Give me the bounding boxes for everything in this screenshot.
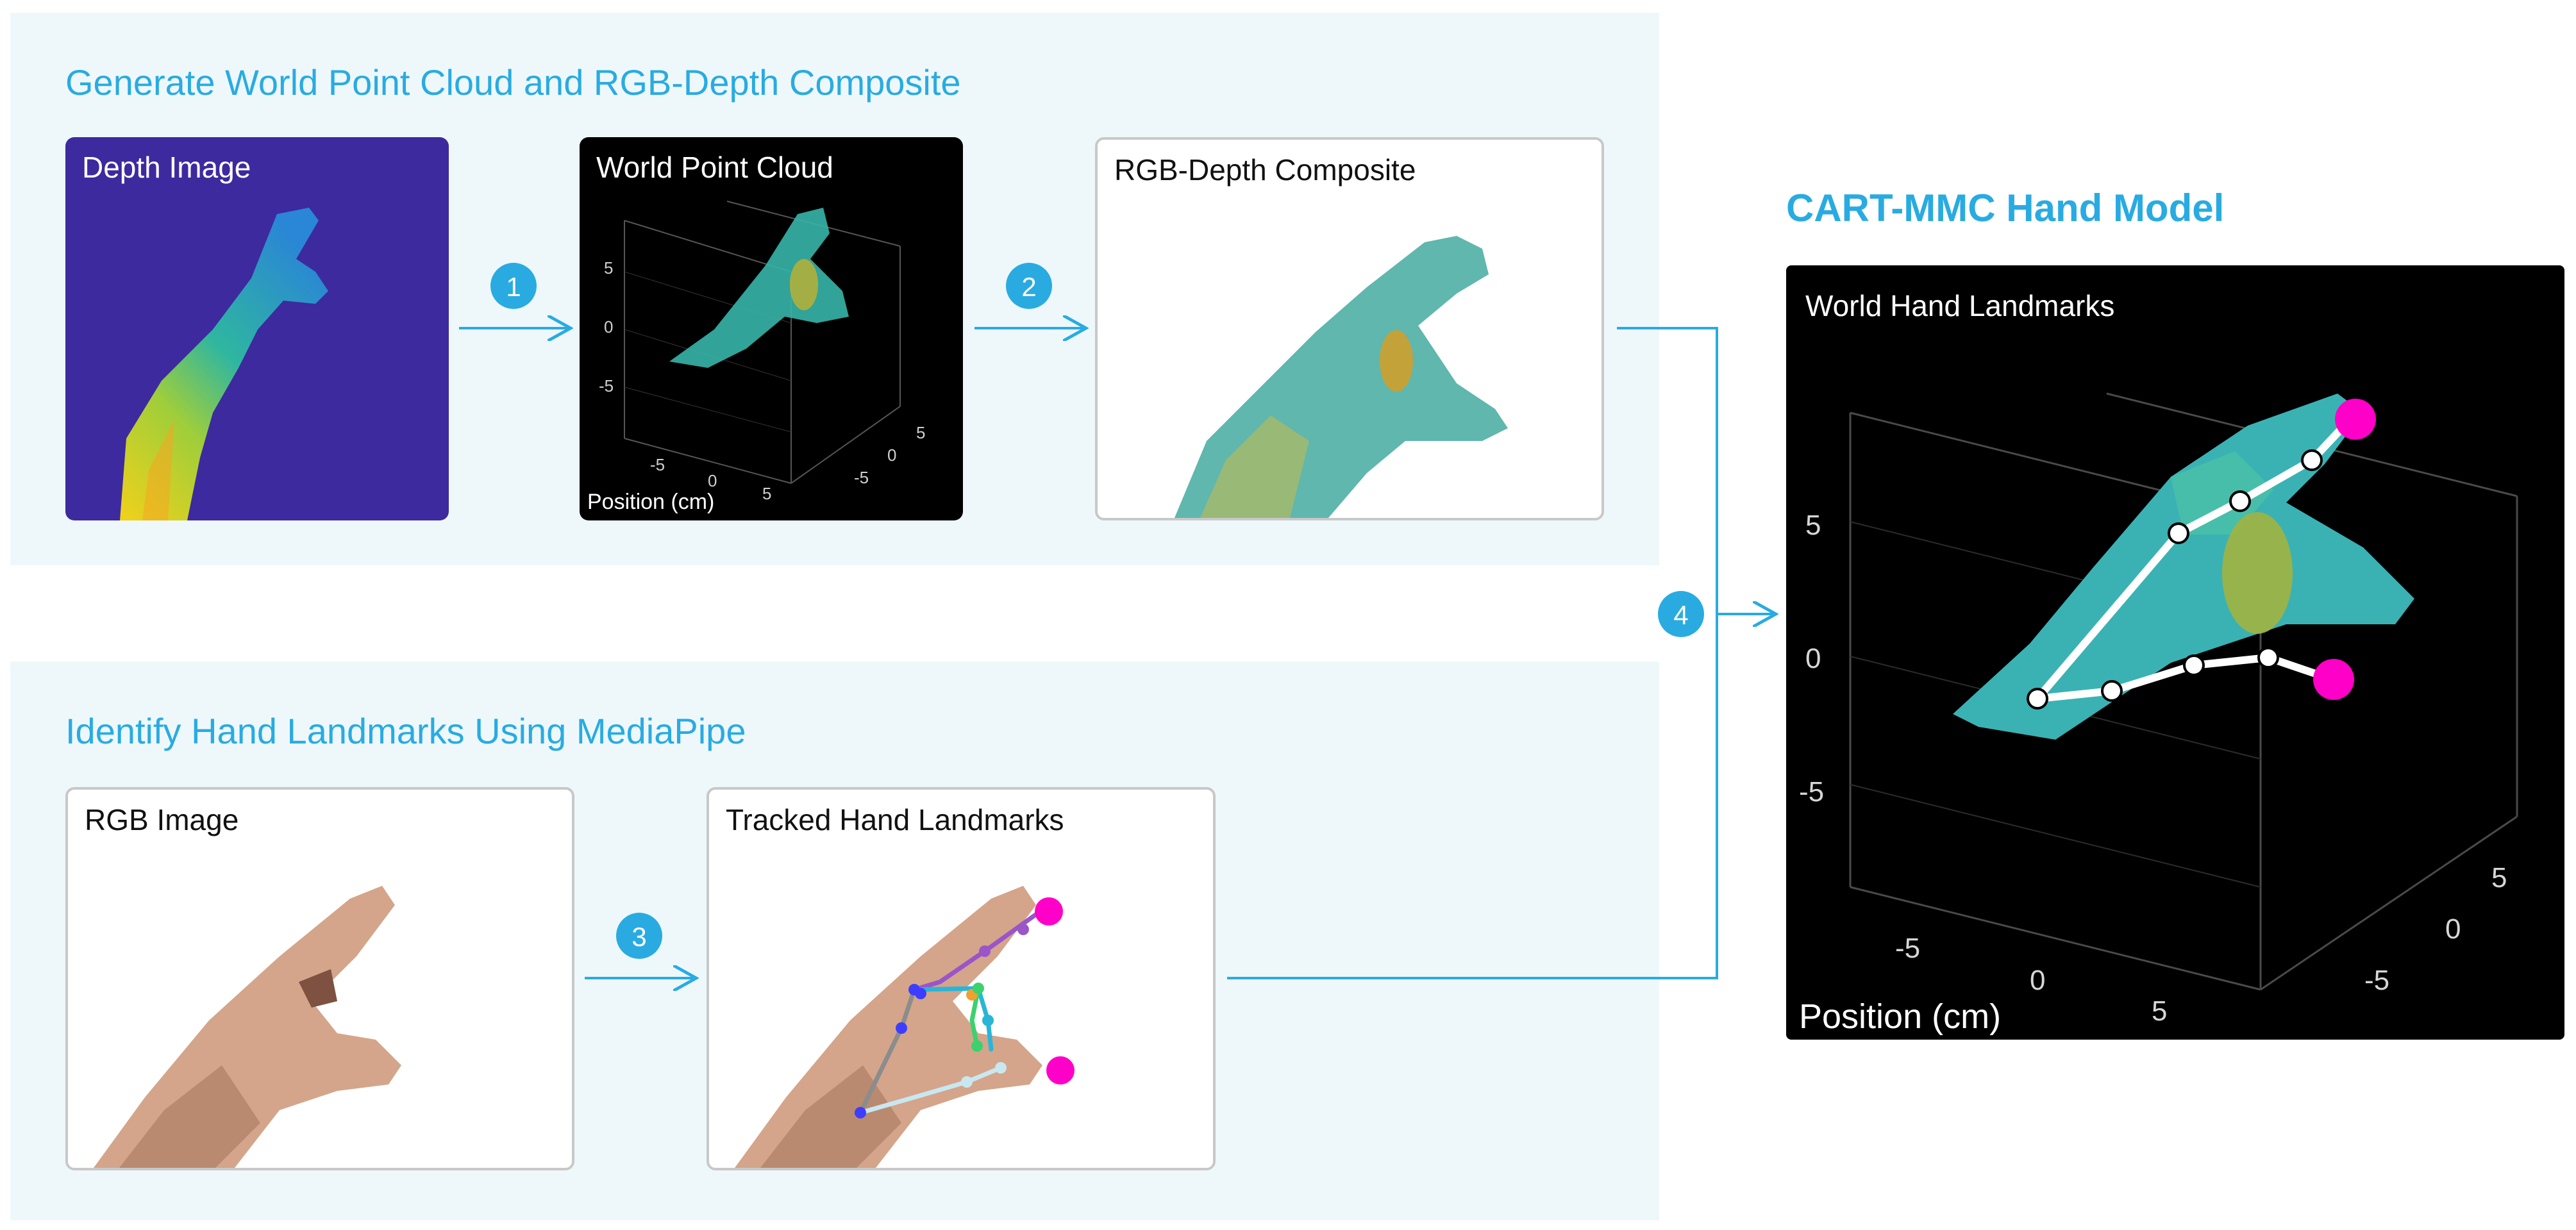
pc-z-tick-2: 0: [604, 317, 613, 337]
model-title: CART-MMC Hand Model: [1786, 187, 2225, 229]
rgb-image-title: RGB Image: [85, 803, 239, 836]
pc-z-tick-1: 5: [604, 258, 613, 278]
bottom-section-title: Identify Hand Landmarks Using MediaPipe: [65, 711, 746, 751]
model-x-tick-3: 5: [2152, 995, 2167, 1027]
step-badge-4-label: 4: [1673, 600, 1688, 630]
pc-y-tick-2: 0: [887, 445, 896, 465]
top-section-title: Generate World Point Cloud and RGB-Depth…: [65, 62, 961, 103]
model-y-tick-3: -5: [2364, 965, 2389, 996]
model-z-tick-3: -5: [1799, 776, 1824, 808]
world-hand-landmarks-title: World Hand Landmarks: [1805, 289, 2115, 322]
depth-image-title: Depth Image: [82, 151, 251, 184]
tracked-landmarks-panel: Tracked Hand Landmarks: [707, 787, 1216, 1170]
model-x-tick-1: -5: [1895, 933, 1920, 964]
depth-hand-graphic: [120, 208, 328, 520]
rgb-image-panel: RGB Image: [65, 787, 574, 1170]
composite-hand-graphic: [1175, 236, 1508, 518]
thumb-fingertip-marker: [1046, 1056, 1075, 1085]
model-axis-label: Position (cm): [1799, 997, 2001, 1036]
model-y-tick-2: 0: [2445, 913, 2461, 945]
model-thumb-tip-marker: [2313, 659, 2354, 700]
world-point-cloud-panel: 5 0 -5 -5 0 5 5 0 -5 Position (cm) World…: [580, 137, 963, 520]
world-landmarks-plot: 5 0 -5 -5 0 5 5 0 -5 Position (cm): [1799, 392, 2518, 1036]
pc-y-tick-1: 5: [916, 423, 925, 442]
depth-image-panel: Depth Image: [65, 137, 449, 520]
rgb-depth-composite-title: RGB-Depth Composite: [1114, 153, 1416, 187]
world-hand-landmarks-panel: 5 0 -5 -5 0 5 5 0 -5 Position (cm) World…: [1786, 265, 2564, 1040]
model-x-tick-2: 0: [2030, 965, 2045, 996]
step-badge-4: 4: [1658, 591, 1704, 637]
rgb-hand-graphic: [94, 886, 401, 1168]
model-index-tip-marker: [2335, 399, 2376, 440]
pc-y-tick-3: -5: [854, 468, 869, 487]
pc-x-tick-1: -5: [650, 455, 665, 474]
model-y-tick-1: 5: [2491, 862, 2507, 893]
world-point-cloud-title: World Point Cloud: [596, 151, 833, 184]
pc-z-tick-3: -5: [599, 376, 614, 395]
model-joint-markers: [2027, 449, 2323, 710]
rgb-depth-composite-panel: RGB-Depth Composite: [1095, 137, 1604, 520]
tracked-hand-graphic: [735, 886, 1075, 1168]
model-z-tick-1: 5: [1805, 510, 1821, 541]
point-cloud-plot: 5 0 -5 -5 0 5 5 0 -5 Position (cm): [587, 201, 925, 514]
model-z-tick-2: 0: [1805, 643, 1821, 674]
landmark-points: [855, 924, 1029, 1118]
index-fingertip-marker: [1035, 897, 1063, 926]
pc-x-tick-3: 5: [762, 484, 771, 503]
pc-x-tick-2: 0: [708, 471, 717, 490]
pc-axis-label: Position (cm): [587, 490, 714, 514]
tracked-landmarks-title: Tracked Hand Landmarks: [726, 803, 1064, 836]
